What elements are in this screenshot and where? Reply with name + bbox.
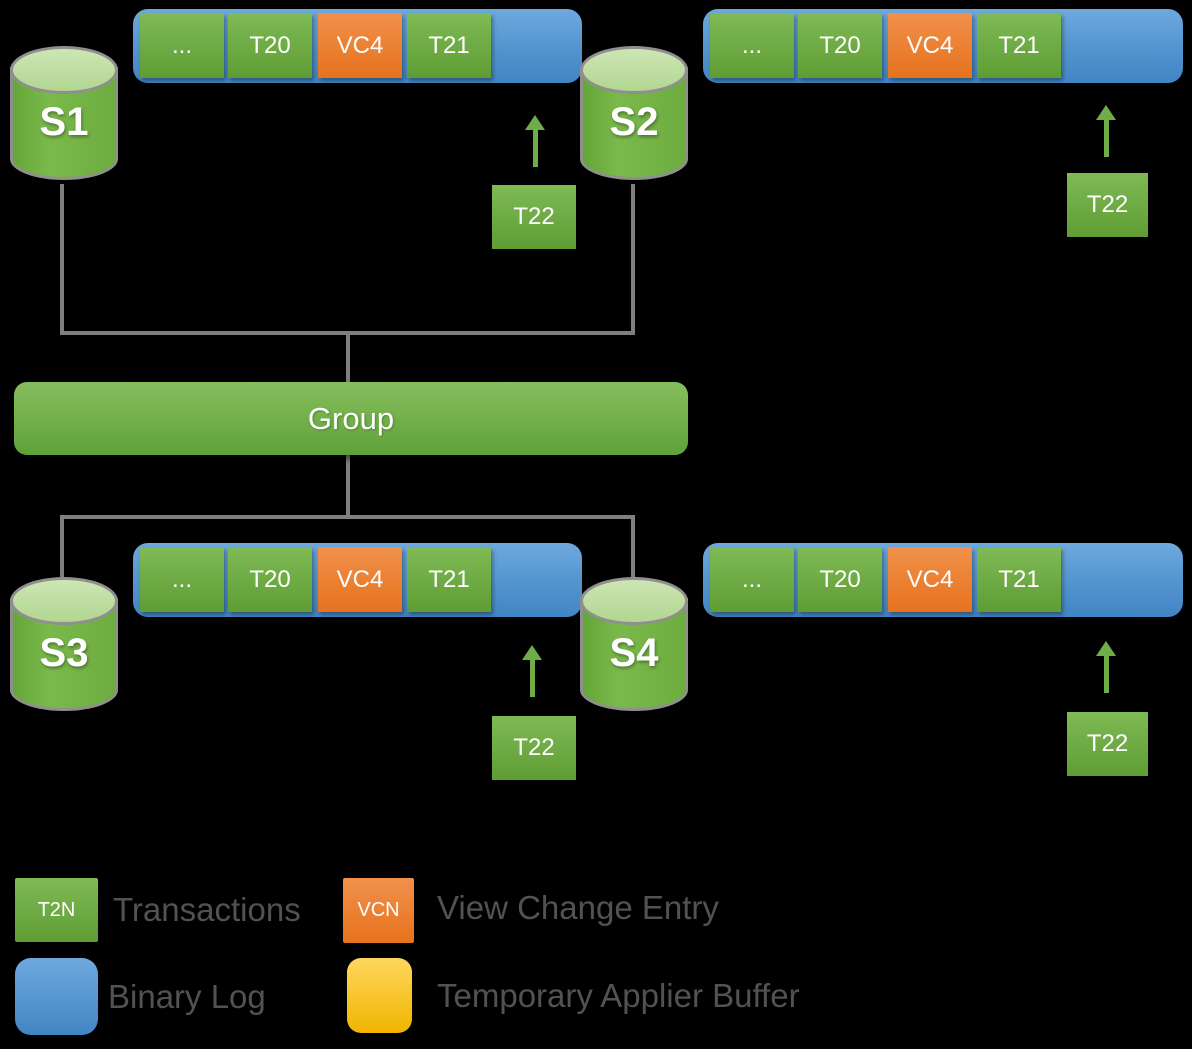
log-entry-label: T21 (428, 565, 470, 593)
cylinder-top (580, 46, 688, 94)
legend-swatch-label: T2N (37, 898, 76, 921)
server-s3-cylinder: S3 (10, 577, 118, 717)
legend-swatch-transactions: T2N (15, 878, 98, 942)
log-entry-label: T20 (249, 31, 291, 59)
pending-transaction-label: T22 (513, 734, 555, 761)
binary-log-s4: ... T20 VC4 T21 (703, 543, 1183, 617)
pending-transaction-s1: T22 (492, 185, 576, 249)
legend-swatch-applier-buffer (347, 958, 412, 1033)
pending-transaction-label: T22 (513, 203, 555, 230)
connector-s1-to-bus (60, 184, 64, 334)
legend-label-transactions: Transactions (113, 891, 301, 928)
log-entry-label: T21 (998, 31, 1040, 59)
server-label: S4 (609, 630, 659, 675)
log-entry: ... (140, 13, 224, 78)
log-entry: ... (710, 13, 794, 78)
server-s1-cylinder: S1 (10, 46, 118, 186)
cylinder-top (580, 577, 688, 625)
log-entry-label: T20 (819, 565, 861, 593)
view-change-entry: VC4 (318, 13, 402, 78)
connector-bus-to-s3 (60, 517, 64, 577)
binary-log-s2: ... T20 VC4 T21 (703, 9, 1183, 83)
legend-swatch-view-change: VCN (343, 878, 414, 943)
log-entry: ... (140, 547, 224, 612)
server-label: S3 (39, 630, 89, 675)
log-entry: T20 (798, 13, 882, 78)
legend-swatch-binary-log (15, 958, 98, 1035)
log-entry-label: VC4 (336, 565, 384, 593)
pending-transaction-label: T22 (1086, 730, 1129, 757)
group-box: Group (14, 382, 688, 455)
up-arrow-icon (521, 645, 543, 697)
log-entry-label: ... (741, 31, 762, 59)
view-change-entry: VC4 (888, 13, 972, 78)
binary-log-s1: ... T20 VC4 T21 (133, 9, 582, 83)
log-entry-label: ... (171, 565, 192, 593)
log-entry: T21 (407, 13, 491, 78)
server-s2-cylinder: S2 (580, 46, 688, 186)
log-entry: T20 (228, 13, 312, 78)
pending-transaction-s4: T22 (1067, 712, 1148, 776)
up-arrow-icon (1095, 641, 1117, 693)
log-entry-label: T21 (428, 31, 470, 59)
arrow-head (525, 115, 545, 130)
log-entry: T21 (977, 547, 1061, 612)
arrow-stem (1103, 120, 1109, 157)
log-entry-label: ... (741, 565, 762, 593)
connector-bottom-bus (60, 515, 635, 519)
arrow-stem (1103, 656, 1109, 693)
log-entry-label: T20 (249, 565, 291, 593)
view-change-entry: VC4 (888, 547, 972, 612)
arrow-head (522, 645, 542, 660)
log-entry-label: VC4 (336, 31, 384, 59)
log-entry: T20 (228, 547, 312, 612)
cylinder-top (10, 577, 118, 625)
log-entry-label: T20 (819, 31, 861, 59)
up-arrow-icon (524, 115, 546, 167)
log-entry-label: VC4 (906, 565, 954, 593)
log-entry-label: ... (171, 31, 192, 59)
connector-bus-to-group-top (346, 333, 350, 382)
legend-swatch-label: VCN (357, 899, 400, 921)
legend-label-binary-log: Binary Log (108, 977, 266, 1015)
binary-log-s3: ... T20 VC4 T21 (133, 543, 582, 617)
group-label: Group (307, 400, 395, 436)
view-change-entry: VC4 (318, 547, 402, 612)
cylinder-top (10, 46, 118, 94)
log-entry: T21 (407, 547, 491, 612)
connector-bus-to-s4 (631, 517, 635, 577)
arrow-stem (532, 130, 538, 167)
up-arrow-icon (1095, 105, 1117, 157)
log-entry: T21 (977, 13, 1061, 78)
log-entry-label: VC4 (906, 31, 954, 59)
pending-transaction-s2: T22 (1067, 173, 1148, 237)
log-entry-label: T21 (998, 565, 1040, 593)
connector-group-to-bus-bottom (346, 454, 350, 517)
arrow-head (1096, 641, 1116, 656)
legend-label-view-change: View Change Entry (437, 889, 719, 926)
server-label: S1 (39, 99, 89, 144)
arrow-stem (529, 660, 535, 697)
server-s4-cylinder: S4 (580, 577, 688, 717)
connector-s2-to-bus (631, 184, 635, 334)
log-entry: ... (710, 547, 794, 612)
log-entry: T20 (798, 547, 882, 612)
legend-label-applier-buffer: Temporary Applier Buffer (437, 976, 800, 1014)
server-label: S2 (609, 99, 659, 144)
arrow-head (1096, 105, 1116, 120)
pending-transaction-s3: T22 (492, 716, 576, 780)
pending-transaction-label: T22 (1086, 191, 1129, 218)
